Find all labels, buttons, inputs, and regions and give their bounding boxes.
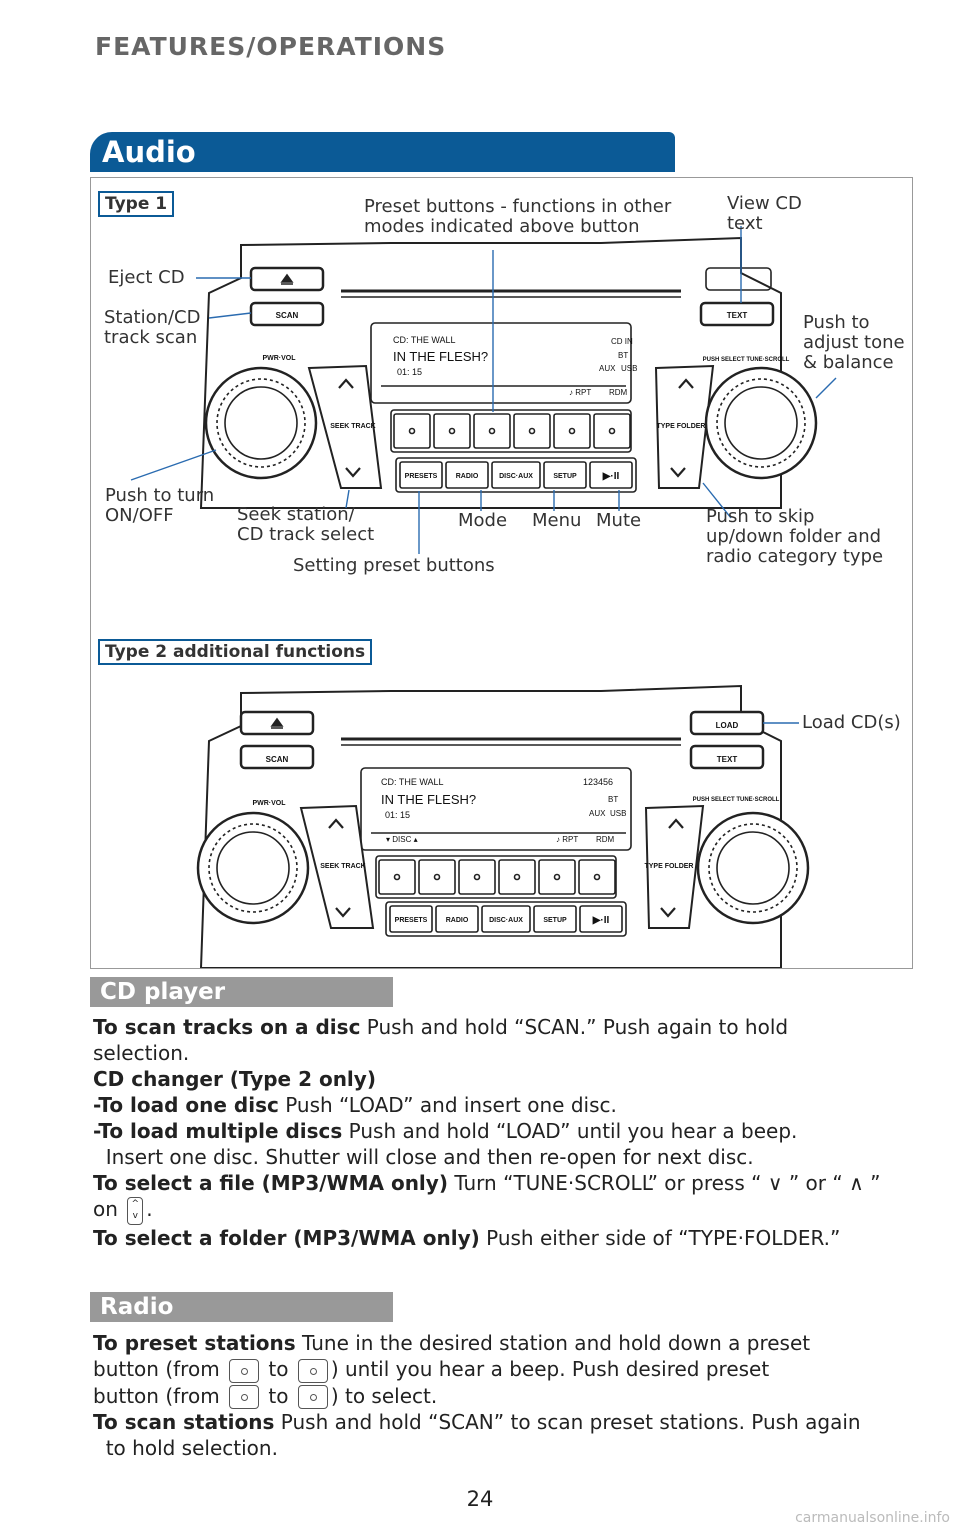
t2-rdm-text: RDM — [596, 835, 615, 844]
preset-buttons — [393, 413, 631, 449]
tune-scroll-knob-icon: ^v — [127, 1196, 144, 1225]
presets-button-text: PRESETS — [405, 473, 438, 480]
eject-button — [249, 266, 325, 292]
label-menu: Menu — [532, 510, 582, 531]
label-eject: Eject CD — [108, 267, 185, 288]
audio-figure — [90, 177, 913, 969]
radio-instructions: To preset stations Tune in the desired s… — [93, 1330, 933, 1461]
cd-line-1: To scan tracks on a disc Push and hold “… — [93, 1015, 789, 1039]
t2-badge-usb: USB — [610, 809, 626, 818]
radio-line-3: button (from to ) to select. — [93, 1383, 438, 1409]
display — [370, 322, 632, 404]
display-time: 01: 15 — [397, 367, 422, 377]
t2-pwr-vol-text: PWR·VOL — [252, 800, 286, 807]
cd-line-2: selection. — [93, 1041, 190, 1065]
label-power: Push to turn ON/OFF — [105, 485, 215, 526]
t2-text-text: TEXT — [717, 755, 738, 764]
display-line1: CD: THE WALL — [393, 335, 456, 345]
t2-presets-text: PRESETS — [395, 917, 428, 924]
t2-seek-text: SEEK TRACK — [320, 863, 366, 870]
badge-bt: BT — [618, 351, 628, 360]
label-preset: Preset buttons - functions in other mode… — [364, 196, 672, 237]
preset-6-button-icon — [297, 1385, 328, 1409]
cd-line-4: -To load one disc Push “LOAD” and insert… — [93, 1093, 617, 1117]
display-line2: IN THE FLESH? — [393, 349, 488, 364]
label-seek: Seek station/ CD track select — [237, 504, 375, 545]
t2-tune-scroll-text: PUSH SELECT TUNE·SCROLL — [693, 797, 780, 803]
cd-line-8: on ^v. — [93, 1196, 933, 1225]
pwr-vol-text: PWR·VOL — [262, 355, 296, 362]
cd-line-7: To select a file (MP3/WMA only) Turn “TU… — [93, 1171, 881, 1195]
cd-player-instructions: To scan tracks on a disc Push and hold “… — [93, 1014, 933, 1251]
audio-unit-illustrations: SCAN TEXT PWR·VOL PUSH SELECT TUNE·SCROL… — [130, 226, 837, 968]
radio-title: Radio — [100, 1294, 174, 1320]
label-mode: Mode — [458, 510, 508, 531]
t2-display-line1: CD: THE WALL — [381, 777, 444, 787]
disc-aux-button-text: DISC·AUX — [499, 473, 533, 480]
radio-line-1: To preset stations Tune in the desired s… — [93, 1331, 811, 1355]
cd-line-5: -To load multiple discs Push and hold “L… — [93, 1119, 798, 1143]
blank-button — [705, 267, 772, 291]
badge-cd-in: CD IN — [611, 337, 633, 346]
cd-player-title: CD player — [100, 979, 226, 1005]
watermark: carmanualsonline.info — [795, 1510, 950, 1526]
rdm-text: RDM — [609, 388, 628, 397]
badge-usb: USB — [621, 364, 637, 373]
page-number: 24 — [466, 1487, 494, 1511]
setup-button-text: SETUP — [553, 473, 577, 480]
t2-radio-text: RADIO — [446, 917, 469, 924]
t2-setup-text: SETUP — [543, 917, 567, 924]
t2-badge-bt: BT — [608, 795, 618, 804]
scan-button — [249, 301, 325, 327]
t2-display-time: 01: 15 — [385, 810, 410, 820]
t2-disc-text: ▾ DISC ▴ — [386, 835, 418, 844]
label-setting-preset: Setting preset buttons — [293, 555, 495, 576]
radio-banner: Radio — [90, 1292, 393, 1322]
type2-tag: Type 2 additional functions — [98, 639, 373, 665]
cd-line-3: CD changer (Type 2 only) — [93, 1067, 376, 1091]
type1-tag: Type 1 — [98, 191, 175, 217]
text-button — [699, 301, 775, 327]
t2-load-text: LOAD — [716, 721, 739, 730]
radio-line-4: To scan stations Push and hold “SCAN” to… — [93, 1410, 861, 1434]
radio-line-2: button (from to ) until you hear a beep.… — [93, 1357, 770, 1383]
label-load: Load CD(s) — [802, 712, 901, 733]
preset-6-button-icon — [297, 1358, 328, 1383]
rpt-text: ♪ RPT — [569, 388, 591, 397]
text-button-text: TEXT — [727, 311, 748, 320]
label-view-text: View CD text — [727, 193, 802, 234]
cd-line-6: Insert one disc. Shutter will close and … — [93, 1145, 754, 1169]
label-skip: Push to skip up/down folder and radio ca… — [706, 506, 884, 567]
t2-disc-aux-text: DISC·AUX — [489, 917, 523, 924]
preset-1-button-icon — [229, 1385, 260, 1409]
preset-1-button-icon — [229, 1358, 260, 1383]
badge-aux: AUX — [599, 364, 616, 373]
t2-type-folder-text: TYPE FOLDER — [644, 863, 693, 870]
type-folder-text: TYPE FOLDER — [656, 423, 705, 430]
label-scan: Station/CD track scan — [104, 307, 201, 348]
t2-display-line2: IN THE FLESH? — [381, 792, 476, 807]
tune-scroll-text: PUSH SELECT TUNE·SCROLL — [703, 357, 790, 363]
label-mute: Mute — [596, 510, 642, 531]
play-pause-button-text: ▶·II — [602, 471, 620, 482]
audio-title: Audio — [102, 135, 196, 169]
t2-badge-aux: AUX — [589, 809, 606, 818]
scan-button-text: SCAN — [276, 311, 299, 320]
t2-disc-numbers: 123456 — [583, 777, 613, 787]
radio-line-5: to hold selection. — [93, 1436, 278, 1460]
page-title: FEATURES/OPERATIONS — [95, 32, 447, 61]
cd-player-banner: CD player — [90, 977, 393, 1007]
cd-line-9: To select a folder (MP3/WMA only) Push e… — [93, 1225, 841, 1250]
audio-section-banner: Audio — [90, 132, 675, 172]
t2-rpt-text: ♪ RPT — [556, 835, 578, 844]
radio-button-text: RADIO — [456, 473, 479, 480]
label-tone: Push to adjust tone & balance — [803, 312, 905, 373]
seek-track-text: SEEK TRACK — [330, 423, 376, 430]
t2-scan-text: SCAN — [266, 755, 289, 764]
t2-play-pause-text: ▶·II — [592, 915, 610, 926]
